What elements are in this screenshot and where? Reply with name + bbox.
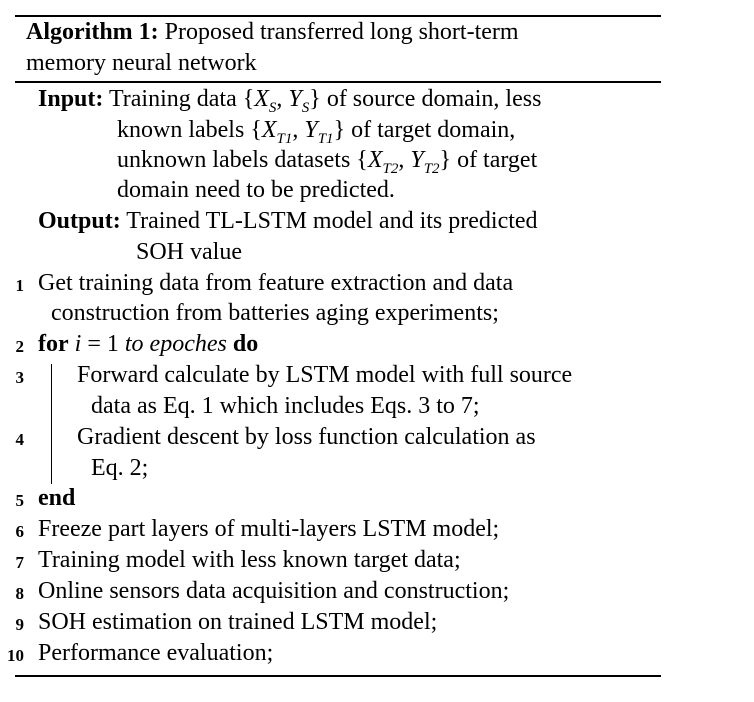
math-x-t2: XT2 bbox=[367, 147, 399, 177]
input-text-2b: of target domain, bbox=[345, 117, 516, 143]
math-y-t1: YT1 bbox=[304, 117, 334, 147]
loop-body-bar bbox=[51, 364, 53, 484]
math-i-equals-1: i bbox=[74, 331, 82, 357]
math-y-s: YS bbox=[288, 86, 310, 116]
line-number-10: 10 bbox=[7, 646, 24, 665]
line-number-5: 5 bbox=[15, 491, 25, 510]
input-text-3a: unknown labels datasets { bbox=[117, 147, 368, 173]
end-keyword: end bbox=[38, 485, 76, 511]
bottom-rule bbox=[15, 675, 661, 677]
input-line-2: known labels {XT1, YT1} of target domain… bbox=[117, 117, 516, 147]
line-number-9: 9 bbox=[15, 615, 25, 634]
line-number-6: 6 bbox=[15, 522, 25, 541]
input-keyword: Input: bbox=[38, 86, 104, 112]
step-7: Training model with less known target da… bbox=[38, 547, 461, 573]
step-3-line-1: Forward calculate by LSTM model with ful… bbox=[77, 362, 573, 388]
line-number-2: 2 bbox=[15, 337, 25, 356]
input-line-1: Input: Training data {XS, YS} of source … bbox=[38, 86, 542, 116]
step-4-line-1: Gradient descent by loss function calcul… bbox=[77, 424, 536, 450]
math-y-t2: YT2 bbox=[410, 147, 440, 177]
line-number-3: 3 bbox=[15, 368, 25, 387]
caption-rule bbox=[15, 81, 661, 83]
output-keyword: Output: bbox=[38, 208, 121, 234]
algorithm-label: Algorithm 1: bbox=[26, 19, 159, 45]
top-rule bbox=[15, 15, 661, 17]
line-number-1: 1 bbox=[15, 276, 25, 295]
step-1-line-1: Get training data from feature extractio… bbox=[38, 270, 514, 296]
step-10: Performance evaluation; bbox=[38, 640, 274, 666]
step-4-line-2: Eq. 2; bbox=[91, 455, 149, 481]
step-9: SOH estimation on trained LSTM model; bbox=[38, 609, 438, 635]
to-epoches: to epoches bbox=[124, 331, 227, 357]
algorithm-title-part2: memory neural network bbox=[26, 50, 257, 76]
math-x-s: XS bbox=[254, 86, 277, 116]
line-number-7: 7 bbox=[15, 553, 25, 572]
input-line-4: domain need to be predicted. bbox=[117, 177, 395, 203]
line-number-4: 4 bbox=[15, 430, 25, 449]
input-line-3: unknown labels datasets {XT2, YT2} of ta… bbox=[117, 147, 538, 177]
input-text-2a: known labels { bbox=[117, 117, 262, 143]
output-line-2: SOH value bbox=[136, 239, 242, 265]
algorithm-caption: Algorithm 1: Proposed transferred long s… bbox=[26, 17, 606, 79]
input-text-1a: Training data { bbox=[108, 86, 255, 112]
input-text-3b: of target bbox=[451, 147, 538, 173]
input-text-1b: of source domain, less bbox=[320, 86, 542, 112]
output-line-1: Output: Trained TL-LSTM model and its pr… bbox=[38, 206, 538, 237]
algorithm-title-part1: Proposed transferred long short-term bbox=[158, 19, 519, 45]
step-1-line-2: construction from batteries aging experi… bbox=[51, 300, 499, 326]
do-keyword: do bbox=[232, 331, 259, 357]
step-6: Freeze part layers of multi-layers LSTM … bbox=[38, 516, 500, 542]
math-x-t1: XT1 bbox=[261, 117, 293, 147]
step-3-line-2: data as Eq. 1 which includes Eqs. 3 to 7… bbox=[91, 393, 480, 419]
line-number-8: 8 bbox=[15, 584, 25, 603]
step-8: Online sensors data acquisition and cons… bbox=[38, 578, 510, 604]
step-2-for-line: for i = 1 to epoches do bbox=[38, 331, 259, 357]
output-text-1: Trained TL-LSTM model and its predicted bbox=[126, 208, 538, 234]
for-keyword: for bbox=[38, 331, 69, 357]
